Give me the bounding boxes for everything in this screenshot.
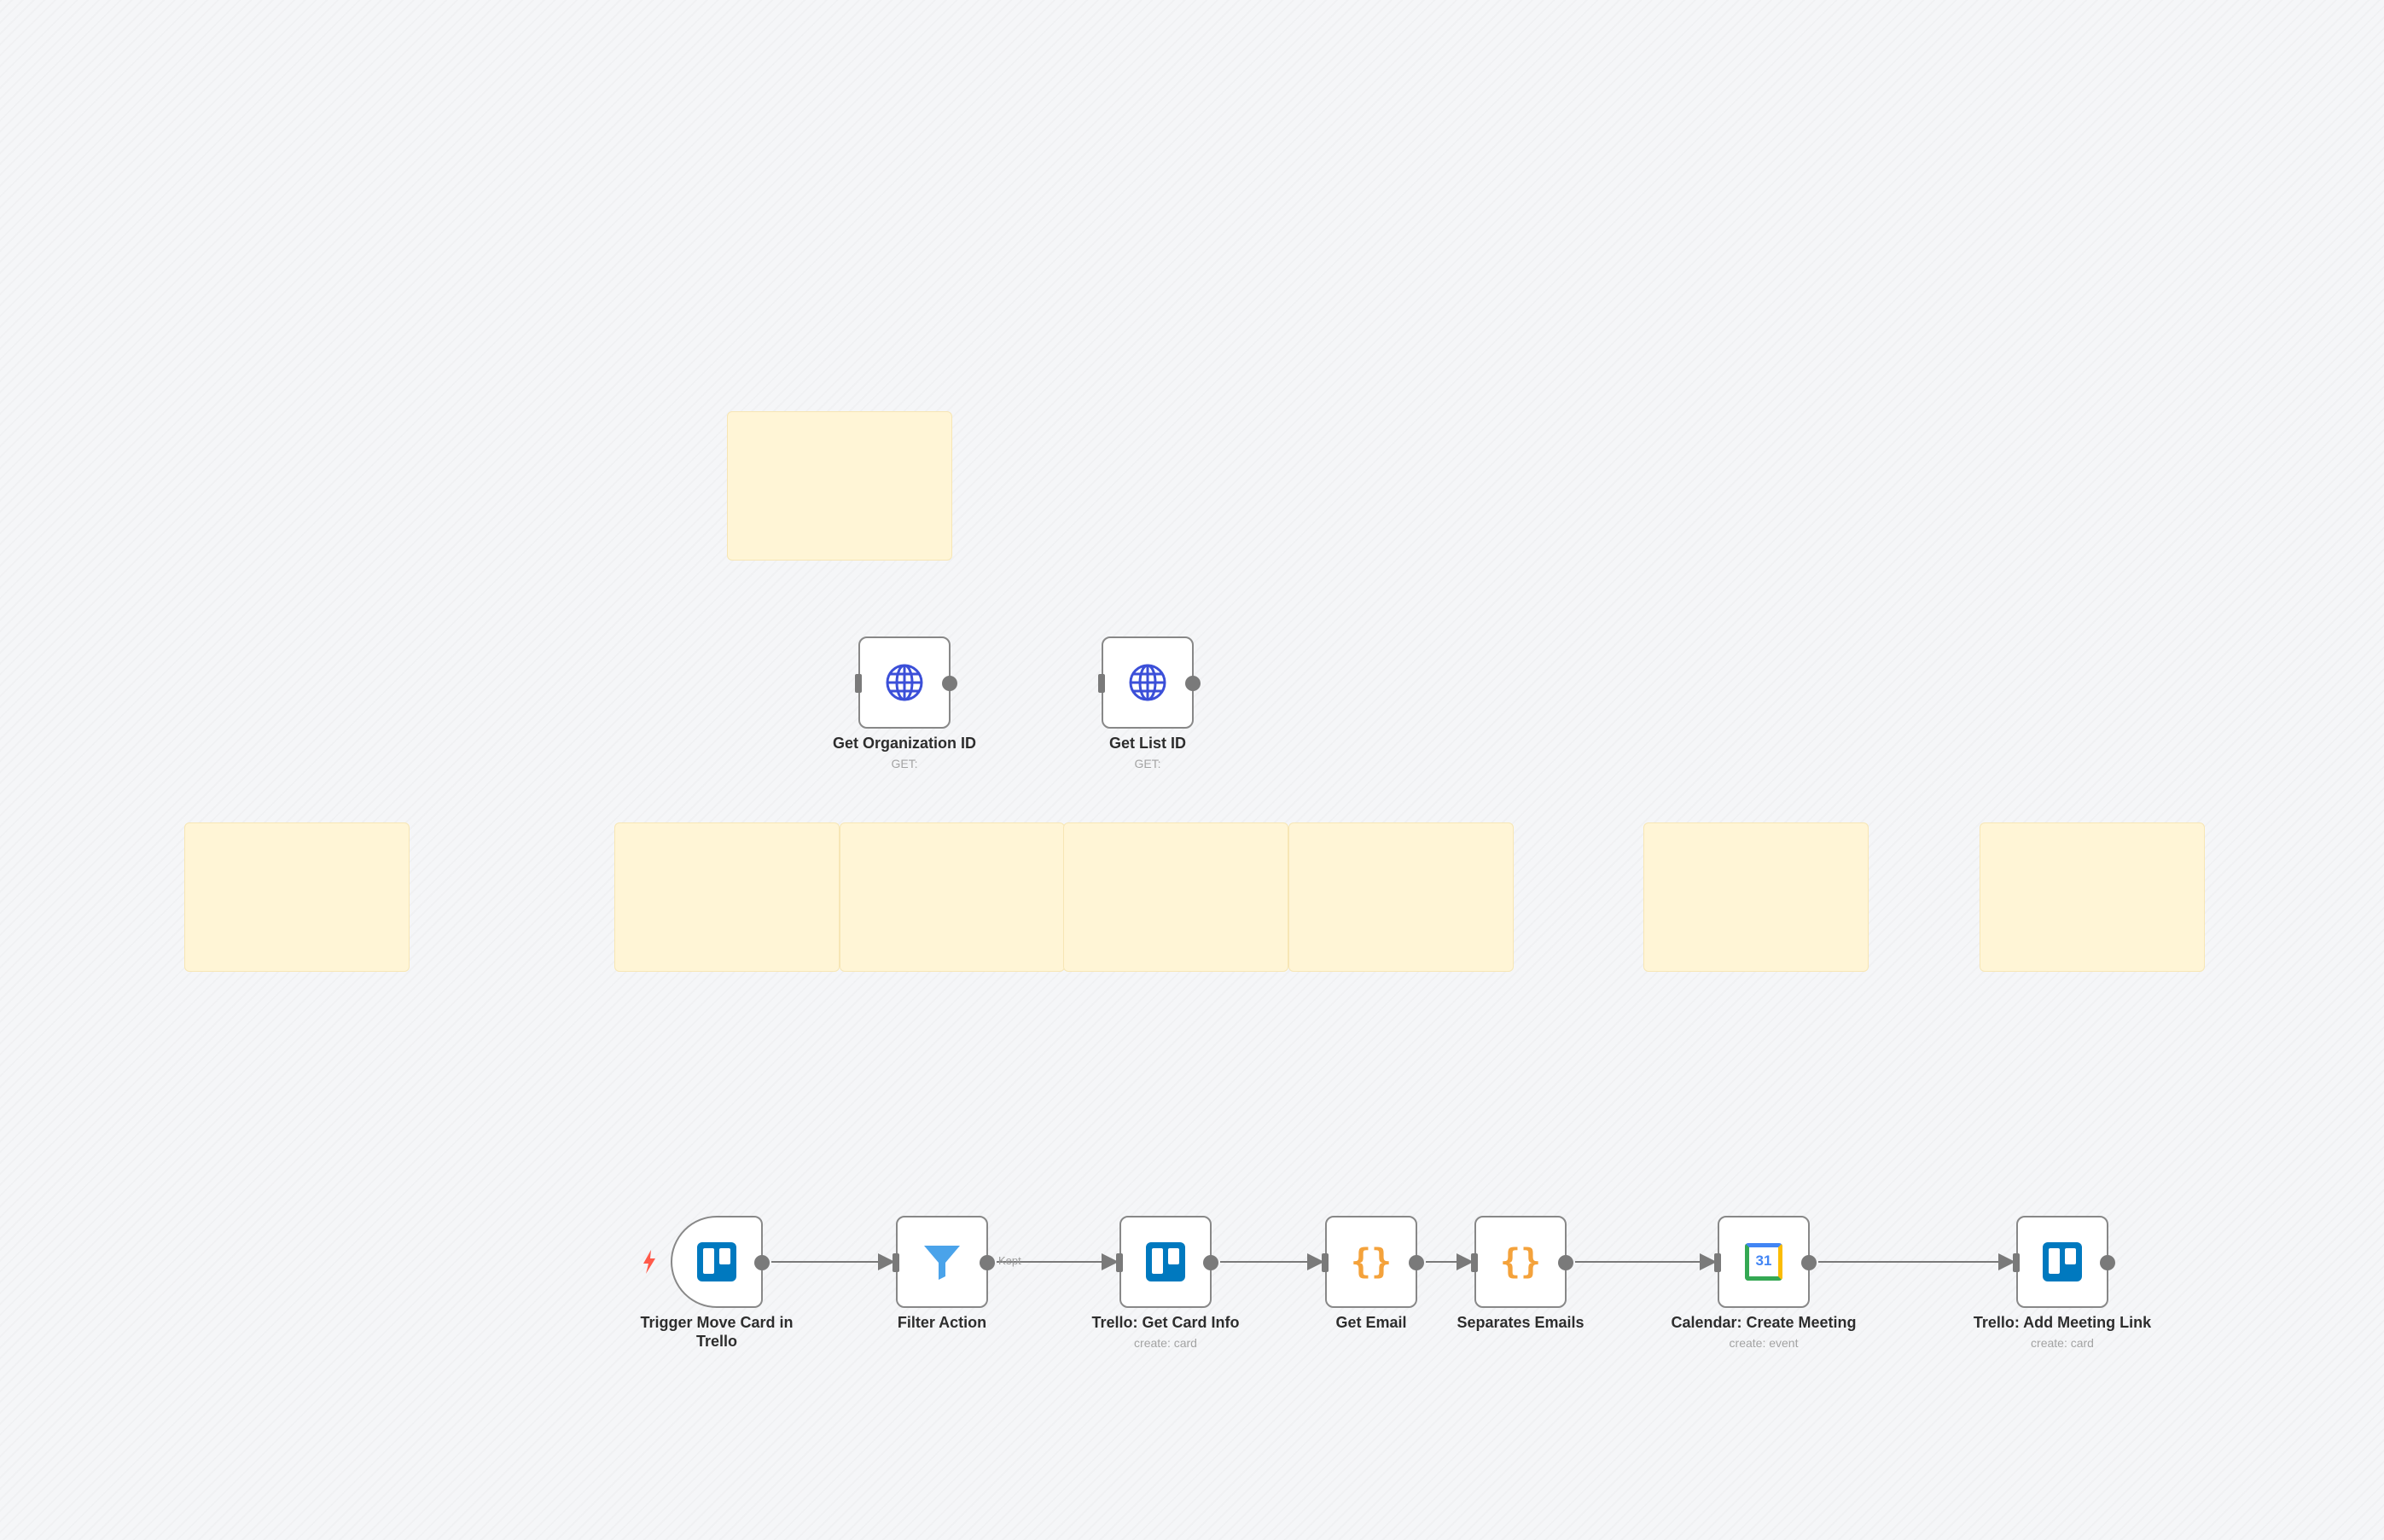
sticky-note[interactable] xyxy=(727,411,952,561)
trigger-bolt-icon xyxy=(643,1250,655,1274)
node-label: Get Organization ID xyxy=(832,735,976,752)
output-port[interactable] xyxy=(942,676,957,691)
node-label: Calendar: Create Meeting xyxy=(1671,1314,1857,1331)
sticky-note[interactable] xyxy=(184,822,410,972)
output-port[interactable] xyxy=(1203,1255,1218,1270)
node-trello-add-meeting-link[interactable] xyxy=(2013,1216,2115,1308)
node-subtitle: create: event xyxy=(1729,1336,1799,1350)
output-port[interactable] xyxy=(1558,1255,1573,1270)
sticky-note[interactable] xyxy=(1063,822,1288,972)
input-port[interactable] xyxy=(855,674,862,693)
node-get-organization-id[interactable] xyxy=(855,636,957,729)
output-port[interactable] xyxy=(1801,1255,1817,1270)
node-trigger-move-card[interactable] xyxy=(671,1216,770,1308)
calendar-day: 31 xyxy=(1755,1252,1772,1269)
globe-icon xyxy=(1129,664,1166,701)
node-calendar-create-meeting[interactable]: 31 xyxy=(1714,1216,1817,1308)
node-subtitle: create: card xyxy=(2031,1336,2094,1350)
node-trello-get-card-info[interactable] xyxy=(1116,1216,1218,1308)
filter-icon xyxy=(924,1246,960,1280)
sticky-note[interactable] xyxy=(1980,822,2205,972)
node-filter-action[interactable] xyxy=(893,1216,995,1308)
node-separates-emails[interactable]: {} xyxy=(1471,1216,1573,1308)
input-port[interactable] xyxy=(893,1253,899,1272)
code-braces-icon: {} xyxy=(1350,1242,1393,1281)
input-port[interactable] xyxy=(1116,1253,1123,1272)
node-subtitle: GET: xyxy=(891,757,918,770)
input-port[interactable] xyxy=(1098,674,1105,693)
trello-icon xyxy=(2043,1242,2082,1281)
node-subtitle: create: card xyxy=(1134,1336,1197,1350)
node-label: Trello: Add Meeting Link xyxy=(1973,1314,2152,1331)
sticky-note[interactable] xyxy=(1643,822,1869,972)
input-port[interactable] xyxy=(1714,1253,1721,1272)
sticky-note[interactable] xyxy=(614,822,840,972)
google-calendar-icon: 31 xyxy=(1745,1243,1782,1281)
sticky-note[interactable] xyxy=(1288,822,1514,972)
node-get-email[interactable]: {} xyxy=(1322,1216,1424,1308)
globe-icon xyxy=(886,664,923,701)
trello-icon xyxy=(1146,1242,1185,1281)
output-port[interactable] xyxy=(2100,1255,2115,1270)
code-braces-icon: {} xyxy=(1499,1242,1542,1281)
node-label: Trello: Get Card Info xyxy=(1091,1314,1240,1331)
node-label: Filter Action xyxy=(897,1314,987,1331)
input-port[interactable] xyxy=(1471,1253,1478,1272)
trello-icon xyxy=(697,1242,736,1281)
input-port[interactable] xyxy=(1322,1253,1329,1272)
output-port[interactable] xyxy=(1185,676,1201,691)
node-get-list-id[interactable] xyxy=(1098,636,1201,729)
node-label: Separates Emails xyxy=(1457,1314,1584,1331)
node-label: Trigger Move Card in Trello xyxy=(640,1314,794,1350)
node-label: Get Email xyxy=(1335,1314,1407,1331)
output-port[interactable] xyxy=(754,1255,770,1270)
node-subtitle: GET: xyxy=(1134,757,1161,770)
sticky-note[interactable] xyxy=(840,822,1065,972)
node-label: Get List ID xyxy=(1108,735,1186,752)
input-port[interactable] xyxy=(2013,1253,2020,1272)
output-port[interactable] xyxy=(1409,1255,1424,1270)
output-port[interactable] xyxy=(980,1255,995,1270)
edge-label-kept: Kept xyxy=(998,1254,1021,1267)
